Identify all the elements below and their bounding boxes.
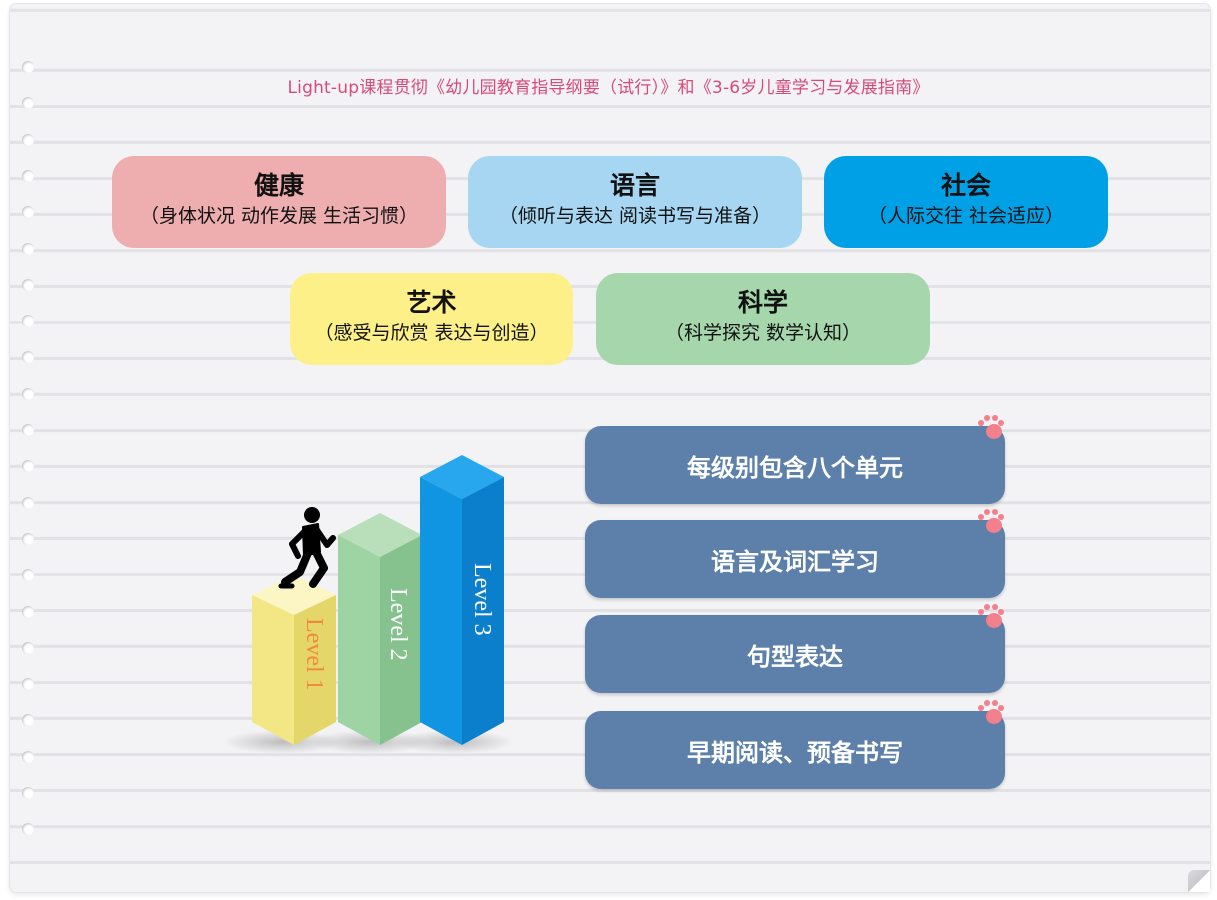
level-2-side: [380, 535, 422, 745]
binder-hole: [22, 351, 34, 364]
paw-pad: [986, 709, 1002, 724]
paw-pad: [978, 705, 984, 711]
paw-pad: [978, 609, 984, 615]
level-2-front: [338, 535, 380, 745]
level-3-label: Level 3: [469, 563, 495, 636]
binder-hole: [22, 206, 34, 219]
paw-pad: [992, 509, 998, 515]
binder-hole: [22, 97, 34, 110]
domain-description: （感受与欣赏 表达与创造）: [314, 322, 549, 344]
paw-pad: [984, 415, 990, 421]
binder-hole: [22, 641, 34, 654]
paw-pad: [978, 514, 984, 520]
domain-health: 健康 （身体状况 动作发展 生活习惯）: [112, 156, 446, 248]
domain-name: 科学: [737, 288, 788, 317]
domain-language: 语言 （倾听与表达 阅读书写与准备）: [468, 156, 802, 248]
domain-science: 科学 （科学探究 数学认知）: [596, 273, 930, 365]
binder-hole: [22, 315, 34, 328]
binder-hole: [22, 750, 34, 763]
paw-pad: [984, 509, 990, 515]
binder-hole: [22, 678, 34, 691]
feature-label: 句型表达: [747, 642, 843, 671]
paw-pad: [984, 604, 990, 610]
level-1-label: Level 1: [301, 618, 327, 691]
level-3-side: [462, 477, 504, 745]
binder-hole: [22, 61, 34, 73]
binder-hole: [22, 242, 34, 255]
binder-hole: [22, 424, 34, 436]
domain-name: 健康: [253, 171, 304, 200]
paw-pad: [992, 415, 998, 421]
paw-pad: [984, 700, 990, 706]
feature-item: 每级别包含八个单元: [585, 426, 1005, 504]
binder-hole: [22, 133, 34, 146]
binder-hole: [22, 714, 34, 727]
domain-description: （倾听与表达 阅读书写与准备）: [498, 205, 772, 227]
level-1-bar: Level 1: [252, 575, 336, 745]
feature-item: 早期阅读、预备书写: [585, 711, 1005, 789]
runner-icon: [278, 507, 336, 589]
paw-pad: [998, 514, 1004, 520]
binder-hole: [22, 460, 34, 473]
binder-hole: [22, 496, 34, 509]
domain-description: （人际交往 社会适应）: [867, 205, 1065, 227]
binder-hole: [22, 532, 34, 545]
binder-hole: [22, 278, 34, 291]
level-1-side: [294, 595, 336, 745]
paw-pad: [986, 424, 1002, 439]
paw-icon: [976, 699, 1006, 727]
domain-description: （身体状况 动作发展 生活习惯）: [139, 205, 419, 227]
page-curl: [1188, 870, 1210, 892]
domain-name: 语言: [609, 171, 660, 200]
binder-hole: [22, 605, 34, 618]
paw-pad: [992, 700, 998, 706]
paw-icon: [976, 603, 1006, 631]
domain-name: 社会: [940, 171, 991, 200]
paw-pad: [986, 613, 1002, 628]
paw-pad: [998, 705, 1004, 711]
paw-pad: [986, 518, 1002, 533]
binder-hole: [22, 569, 34, 582]
level-2-label: Level 2: [385, 588, 411, 661]
domain-social: 社会 （人际交往 社会适应）: [824, 156, 1108, 248]
feature-label: 早期阅读、预备书写: [687, 738, 903, 767]
domain-art: 艺术 （感受与欣赏 表达与创造）: [290, 273, 573, 365]
page-title: Light-up课程贯彻《幼儿园教育指导纲要（试行）》和《3-6岁儿童学习与发展…: [287, 78, 930, 98]
domain-description: （科学探究 数学认知）: [664, 322, 862, 344]
level-3-front: [420, 477, 462, 745]
binder-hole: [22, 787, 34, 799]
paw-icon: [976, 508, 1006, 536]
level-1-front: [252, 595, 294, 745]
feature-item: 句型表达: [585, 615, 1005, 693]
domain-name: 艺术: [406, 288, 457, 317]
paw-icon: [976, 414, 1006, 442]
feature-label: 每级别包含八个单元: [687, 453, 903, 482]
paw-pad: [978, 420, 984, 426]
level-2-bar: Level 2: [338, 513, 422, 745]
paw-pad: [998, 609, 1004, 615]
binder-hole: [22, 387, 34, 400]
paw-pad: [992, 604, 998, 610]
level-3-bar: Level 3: [420, 455, 504, 745]
feature-item: 语言及词汇学习: [585, 520, 1005, 598]
binder-hole: [22, 169, 34, 182]
binder-hole: [22, 823, 34, 836]
paw-pad: [998, 420, 1004, 426]
feature-label: 语言及词汇学习: [711, 547, 879, 576]
